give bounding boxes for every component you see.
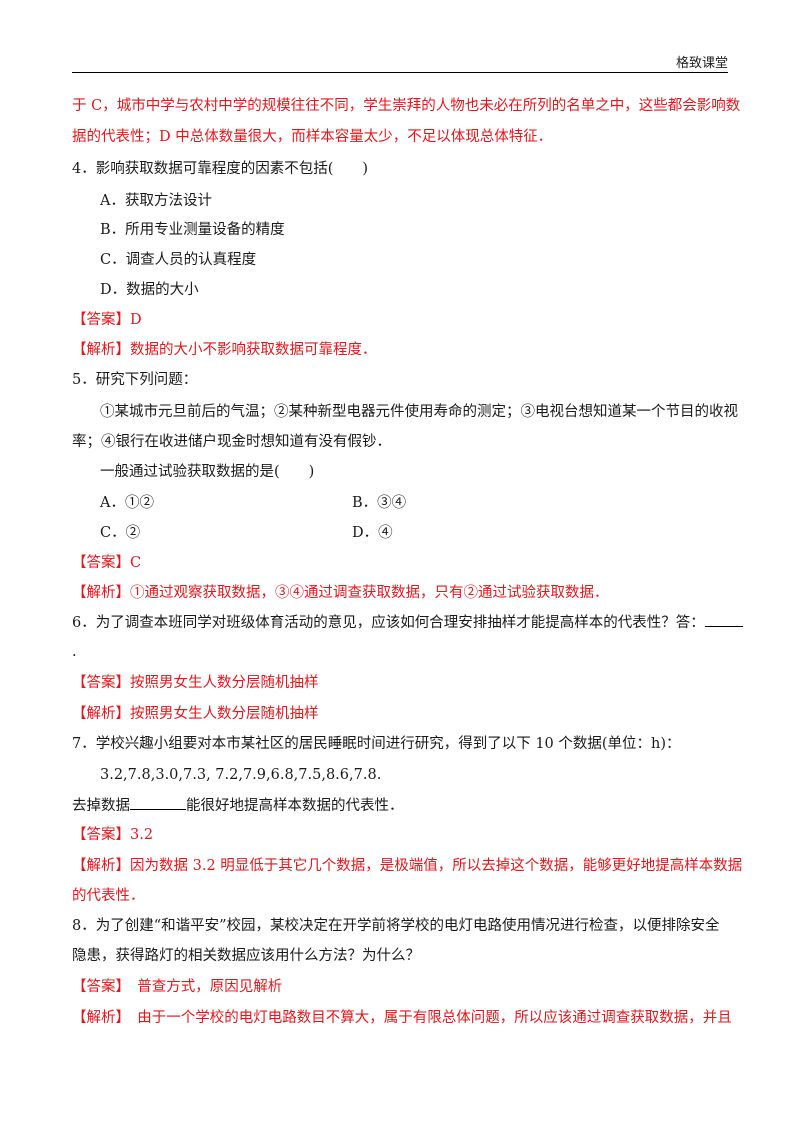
- q5-option-d: D．④: [352, 525, 393, 541]
- q7-data: 3.2,7.8,3.0,7.3, 7.2,7.9,6.8,7.5,8.6,7.8…: [100, 767, 382, 783]
- q7-analysis-line-2: 的代表性．: [72, 888, 145, 904]
- q4-stem: 4．影响获取数据可靠程度的因素不包括( ): [72, 161, 369, 177]
- analysis-label: 【解析】: [72, 585, 130, 601]
- q8-analysis: 【解析】 由于一个学校的电灯电路数目不算大，属于有限总体问题，所以应该通过调查获…: [72, 1008, 732, 1028]
- q5-question: 一般通过试验获取数据的是( ): [100, 464, 315, 480]
- answer-text: D: [130, 312, 142, 328]
- analysis-label: 【解析】: [72, 1010, 123, 1026]
- q4-answer: 【答案】D: [72, 310, 142, 330]
- analysis-label: 【解析】: [72, 706, 130, 722]
- q5-items-line-1: ①某城市元旦前后的气温；②某种新型电器元件使用寿命的测定；③电视台想知道某一个节…: [100, 404, 738, 420]
- q7-answer-blank: [130, 795, 186, 810]
- continuation-line-2: 据的代表性；D 中总体数量很大，而样本容量太少，不足以体现总体特征．: [72, 129, 553, 145]
- q7-fill-post: 能很好地提高样本数据的代表性．: [186, 798, 404, 814]
- q7-fill-pre: 去掉数据: [72, 798, 130, 814]
- analysis-text: 按照男女生人数分层随机抽样: [130, 706, 319, 722]
- analysis-label: 【解析】: [72, 858, 130, 874]
- q7-analysis-line-1: 【解析】因为数据 3.2 明显低于其它几个数据，是极端值，所以去掉这个数据，能够…: [72, 856, 742, 876]
- q7-fill: 去掉数据 能很好地提高样本数据的代表性．: [72, 795, 404, 816]
- answer-label: 【答案】: [72, 675, 130, 691]
- q6-stem-text: 6．为了调查本班同学对班级体育活动的意见，应该如何合理安排抽样才能提高样本的代表…: [72, 615, 705, 631]
- analysis-text: 由于一个学校的电灯电路数目不算大，属于有限总体问题，所以应该通过调查获取数据，并…: [122, 1010, 732, 1026]
- q4-option-a: A．获取方法设计: [100, 193, 212, 209]
- answer-text: 3.2: [130, 827, 154, 843]
- page-header: 格致课堂: [72, 52, 728, 73]
- analysis-label: 【解析】: [72, 342, 130, 358]
- answer-label: 【答案】: [72, 827, 130, 843]
- q6-answer-blank: [704, 612, 743, 627]
- q5-stem: 5．研究下列问题：: [72, 372, 198, 388]
- q5-items-line-2: 率；④银行在收进储户现金时想知道有没有假钞．: [72, 434, 391, 450]
- q6-stem-tail: .: [72, 644, 77, 660]
- answer-label: 【答案】: [72, 979, 123, 995]
- q4-option-c: C．调查人员的认真程度: [100, 252, 257, 268]
- answer-label: 【答案】: [72, 555, 130, 571]
- answer-text: 普查方式，原因见解析: [122, 979, 283, 995]
- q8-stem-line-1: 8．为了创建“和谐平安”校园，某校决定在开学前将学校的电灯电路使用情况进行检查，…: [72, 918, 720, 934]
- q7-stem: 7．学校兴趣小组要对本市某社区的居民睡眠时间进行研究，得到了以下 10 个数据(…: [72, 736, 681, 752]
- q5-answer: 【答案】C: [72, 553, 141, 573]
- answer-text: C: [130, 555, 142, 571]
- q6-answer: 【答案】按照男女生人数分层随机抽样: [72, 673, 319, 693]
- continuation-line-1: 于 C，城市中学与农村中学的规模往往不同，学生崇拜的人物也未必在所列的名单之中，…: [72, 98, 741, 114]
- analysis-text: 因为数据 3.2 明显低于其它几个数据，是极端值，所以去掉这个数据，能够更好地提…: [130, 858, 743, 874]
- q5-option-b: B．③④: [352, 495, 407, 511]
- answer-text: 按照男女生人数分层随机抽样: [130, 675, 319, 691]
- q8-stem-line-2: 隐患，获得路灯的相关数据应该用什么方法？为什么？: [72, 948, 420, 964]
- q4-analysis: 【解析】数据的大小不影响获取数据可靠程度．: [72, 340, 377, 360]
- q6-analysis: 【解析】按照男女生人数分层随机抽样: [72, 704, 319, 724]
- q5-option-c: C．②: [100, 525, 141, 541]
- q6-stem: 6．为了调查本班同学对班级体育活动的意见，应该如何合理安排抽样才能提高样本的代表…: [72, 612, 743, 633]
- q8-answer: 【答案】 普查方式，原因见解析: [72, 977, 282, 997]
- analysis-text: ①通过观察获取数据，③④通过调查获取数据，只有②通过试验获取数据．: [130, 585, 609, 601]
- q4-option-b: B．所用专业测量设备的精度: [100, 222, 285, 238]
- analysis-text: 数据的大小不影响获取数据可靠程度．: [130, 342, 377, 358]
- q7-answer: 【答案】3.2: [72, 825, 153, 845]
- q5-analysis: 【解析】①通过观察获取数据，③④通过调查获取数据，只有②通过试验获取数据．: [72, 583, 609, 603]
- header-title: 格致课堂: [675, 56, 728, 71]
- q5-option-a: A．①②: [100, 495, 154, 511]
- answer-label: 【答案】: [72, 312, 130, 328]
- q4-option-d: D．数据的大小: [100, 282, 199, 298]
